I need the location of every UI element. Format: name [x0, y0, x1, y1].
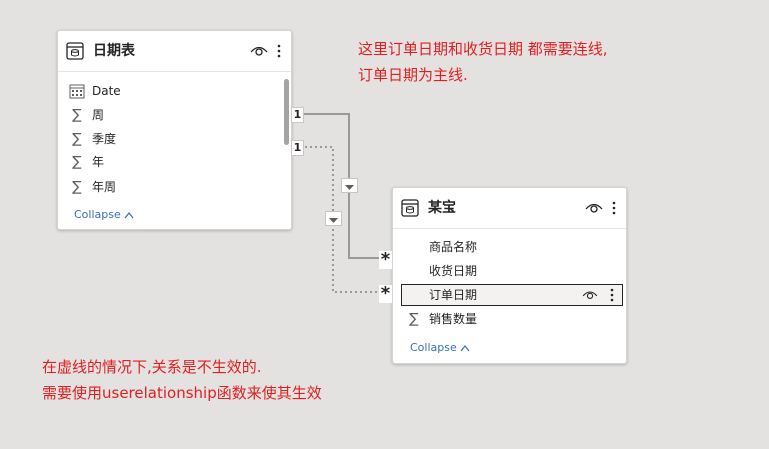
field-label: 年周 — [92, 180, 117, 194]
annotation-bottom: 在虚线的情况下,关系是不生效的. 需要使用userelationship函数来使… — [42, 354, 322, 406]
field-product-name[interactable]: 商品名称 — [405, 236, 605, 258]
field-year-week[interactable]: ∑ 年周 — [68, 176, 268, 198]
scrollbar[interactable] — [284, 79, 289, 145]
card-title: 某宝 — [428, 200, 456, 216]
cardinality-one-solid: 1 — [291, 107, 304, 123]
collapse-button[interactable]: Collapse — [74, 208, 134, 221]
annotation-top: 这里订单日期和收货日期 都需要连线, 订单日期为主线. — [358, 36, 608, 88]
table-card-store[interactable]: 某宝 商品名称 收货日期 订单日期 ∑ 销售数量 Collapse — [392, 187, 627, 364]
field-label: 收货日期 — [429, 264, 478, 278]
collapse-button[interactable]: Collapse — [410, 341, 470, 354]
table-icon — [66, 42, 84, 60]
dotted-relationship-line — [300, 146, 392, 293]
annotation-top-line1: 这里订单日期和收货日期 都需要连线, — [358, 40, 608, 58]
field-receipt-date[interactable]: 收货日期 — [405, 260, 605, 282]
eye-icon[interactable] — [250, 44, 268, 58]
sigma-icon: ∑ — [409, 311, 419, 327]
chevron-up-icon — [460, 345, 470, 352]
field-year[interactable]: ∑ 年 — [68, 151, 268, 173]
sigma-icon: ∑ — [72, 131, 82, 147]
field-date[interactable]: Date — [68, 80, 268, 102]
sigma-icon: ∑ — [72, 107, 82, 123]
cardinality-one-dotted: 1 — [291, 140, 304, 156]
field-order-date[interactable]: 订单日期 — [401, 284, 623, 306]
table-icon — [401, 199, 419, 217]
chevron-up-icon — [124, 212, 134, 219]
table-card-dates[interactable]: 日期表 Date ∑ 周 ∑ 季度 ∑ 年 ∑ 年周 Collapse — [57, 30, 292, 230]
collapse-label: Collapse — [74, 208, 121, 221]
triangle-down-icon — [345, 185, 354, 190]
field-label: 季度 — [92, 132, 117, 146]
annotation-bottom-line1: 在虚线的情况下,关系是不生效的. — [42, 358, 262, 376]
field-sales-quantity[interactable]: ∑ 销售数量 — [405, 308, 605, 330]
filter-direction-arrow-dotted[interactable] — [325, 211, 342, 226]
sigma-icon: ∑ — [72, 154, 82, 170]
field-week[interactable]: ∑ 周 — [68, 104, 268, 126]
card-header: 日期表 — [58, 31, 291, 72]
annotation-bottom-line2: 需要使用userelationship函数来使其生效 — [42, 384, 322, 402]
card-header: 某宝 — [393, 188, 626, 229]
field-label: 周 — [92, 108, 105, 122]
more-options-icon[interactable] — [609, 287, 615, 303]
filter-direction-arrow-solid[interactable] — [341, 178, 358, 193]
field-quarter[interactable]: ∑ 季度 — [68, 128, 268, 150]
field-label: 销售数量 — [429, 312, 478, 326]
field-label: 年 — [92, 155, 105, 169]
cardinality-many-solid: * — [379, 249, 392, 270]
card-title: 日期表 — [93, 43, 135, 59]
field-label: Date — [92, 84, 121, 98]
calendar-icon — [69, 84, 85, 99]
eye-icon[interactable] — [585, 201, 603, 215]
eye-icon[interactable] — [582, 289, 598, 301]
cardinality-many-dotted: * — [379, 283, 392, 304]
field-label: 商品名称 — [429, 240, 478, 254]
field-label: 订单日期 — [429, 288, 478, 302]
triangle-down-icon — [329, 218, 338, 223]
collapse-label: Collapse — [410, 341, 457, 354]
more-options-icon[interactable] — [276, 43, 282, 59]
annotation-top-line2: 订单日期为主线. — [358, 66, 468, 84]
more-options-icon[interactable] — [611, 200, 617, 216]
sigma-icon: ∑ — [72, 179, 82, 195]
